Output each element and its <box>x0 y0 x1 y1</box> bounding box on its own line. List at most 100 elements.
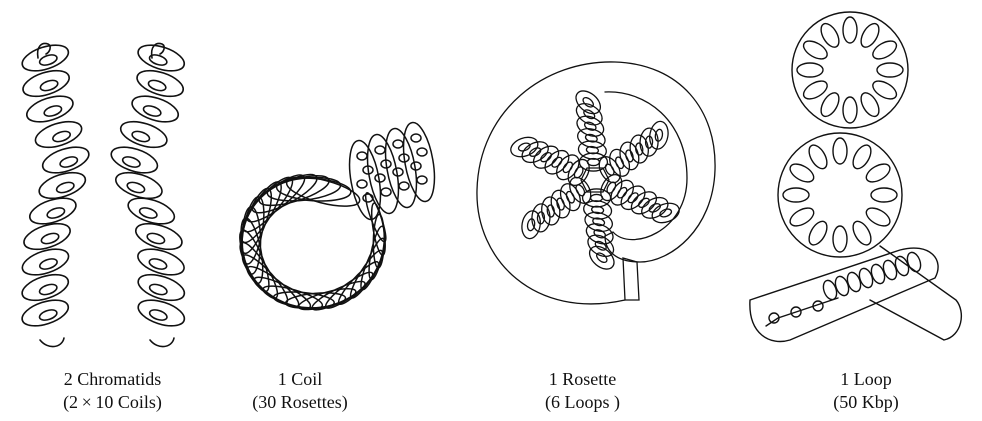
panel-chromatids: 2 Chromatids (2 × 10 Coils) <box>0 0 215 421</box>
caption-title: 1 Coil <box>215 368 385 391</box>
loop-base-tube-right <box>870 246 961 340</box>
rosette-loop-inner <box>635 143 643 156</box>
panel-coil: 1 Coil (30 Rosettes) <box>215 0 455 421</box>
coil-ring <box>346 247 386 301</box>
chromatid-coil-inner <box>126 180 146 194</box>
loop-upper-fiber <box>843 17 857 43</box>
loop-drawing <box>730 0 982 360</box>
chromatids-drawing <box>0 0 215 360</box>
rosette-loop-inner <box>648 202 662 214</box>
nucleosome-ring <box>893 255 911 278</box>
loop-upper-fiber <box>843 97 857 123</box>
loop-lower-fiber <box>805 142 830 172</box>
chromatid-coil-turn <box>19 244 71 280</box>
chromatid-coil-turn <box>135 270 187 306</box>
loop-lower-fiber <box>787 160 817 185</box>
nucleosome-ring <box>857 267 875 290</box>
chromatid-coil-inner <box>148 257 168 271</box>
chromatid-coil-turn <box>19 295 71 331</box>
rosette-loop-inner <box>595 251 609 264</box>
rosette-loop-inner <box>539 151 553 164</box>
rosette-loop-inner <box>625 149 635 162</box>
loop-lower-fiber <box>863 204 893 229</box>
chromatid-coil-turn <box>135 40 187 76</box>
rosette-mini-loop <box>381 188 391 196</box>
loop-lower-fiber <box>833 138 847 164</box>
caption-title: 1 Rosette <box>455 368 710 391</box>
loop-upper-fiber <box>797 63 823 77</box>
rosette-loop-coil <box>648 120 671 151</box>
rosette-drawing <box>455 0 730 360</box>
loop-lower-fiber <box>863 160 893 185</box>
rosette-loop-inner <box>659 208 673 219</box>
chromatid-coil-turn <box>19 40 71 76</box>
caption-subtitle: (2 × 10 Coils) <box>10 391 215 414</box>
chromatid-coil-inner <box>138 206 158 220</box>
loop-lower-fiber <box>849 142 874 172</box>
chromatid-coil-inner <box>43 104 63 118</box>
loop-lower-fiber <box>871 188 897 202</box>
nucleosome-ring <box>881 259 899 282</box>
chromatid-coil-inner <box>59 155 79 169</box>
chromatid-coil-inner <box>38 308 58 322</box>
rosette-loop-inner <box>565 190 576 204</box>
rosette-loop-inner <box>556 197 566 210</box>
rosette-mini-loop <box>357 180 367 188</box>
caption-title: 2 Chromatids <box>10 368 215 391</box>
panel-caption: 1 Rosette (6 Loops ) <box>455 368 710 414</box>
rosette-loop-inner <box>517 142 531 153</box>
rosette-shell-cut <box>623 258 639 300</box>
rosette-mini-loop <box>417 148 427 156</box>
chromatid-coil-inner <box>38 257 58 271</box>
chromatid-coil-inner <box>146 231 166 245</box>
rosette-loop-inner <box>547 205 555 218</box>
rosette-mini-loop <box>399 182 409 190</box>
caption-title: 1 Loop <box>750 368 982 391</box>
rosette-loop-inner <box>528 146 542 158</box>
chromatid-coil-turn <box>135 295 187 331</box>
loop-lower-fiber <box>787 204 817 229</box>
panel-rosette: 1 Rosette (6 Loops ) <box>455 0 730 421</box>
chromatid-coil-inner <box>52 129 72 143</box>
loop-base-tube <box>750 248 938 341</box>
chromatid-coil-inner <box>148 282 168 296</box>
chromatid-end <box>150 338 174 347</box>
chromatid-coil-inner <box>148 308 168 322</box>
chromatid-coil-inner <box>39 78 59 92</box>
chromatid-coil-inner <box>55 180 75 194</box>
panel-caption: 2 Chromatids (2 × 10 Coils) <box>10 368 215 414</box>
chromatid-coil-inner <box>142 104 162 118</box>
rosette-mini-loop <box>375 146 385 154</box>
chromatid-coil-inner <box>38 53 58 67</box>
rosette-mini-loop <box>393 140 403 148</box>
rosette-mini-loop <box>357 152 367 160</box>
chromatid-end <box>40 338 64 347</box>
loop-lower-circle <box>778 133 902 257</box>
coil-ring <box>237 250 292 308</box>
chromatid-coil-turn <box>19 270 71 306</box>
rosette-mini-loop <box>411 134 421 142</box>
panel-caption: 1 Loop (50 Kbp) <box>750 368 982 414</box>
loop-lower-fiber <box>805 218 830 248</box>
caption-subtitle: (50 Kbp) <box>750 391 982 414</box>
nucleosome-ring <box>833 275 851 298</box>
chromatid-coil-inner <box>131 129 151 143</box>
loop-upper-fiber <box>877 63 903 77</box>
chromatid-coil-inner <box>40 231 60 245</box>
rosette-loop-inner <box>581 96 595 109</box>
loop-lower-fiber <box>833 226 847 252</box>
rosette-loop-inner <box>654 129 663 142</box>
nucleosome-ring <box>845 271 863 294</box>
nucleosome-ring <box>869 263 887 286</box>
rosette-mini-loop <box>417 176 427 184</box>
rosette-loop-inner <box>637 196 651 209</box>
rosette-loop-inner <box>527 218 536 231</box>
chromatid-coil-inner <box>46 206 66 220</box>
loop-upper-circle <box>792 12 908 128</box>
chromatid-coil-inner <box>147 78 167 92</box>
loop-lower-fiber <box>783 188 809 202</box>
loop-lower-fiber <box>849 218 874 248</box>
chromatid-coil-turn <box>135 244 187 280</box>
chromatid-coil-inner <box>38 282 58 296</box>
